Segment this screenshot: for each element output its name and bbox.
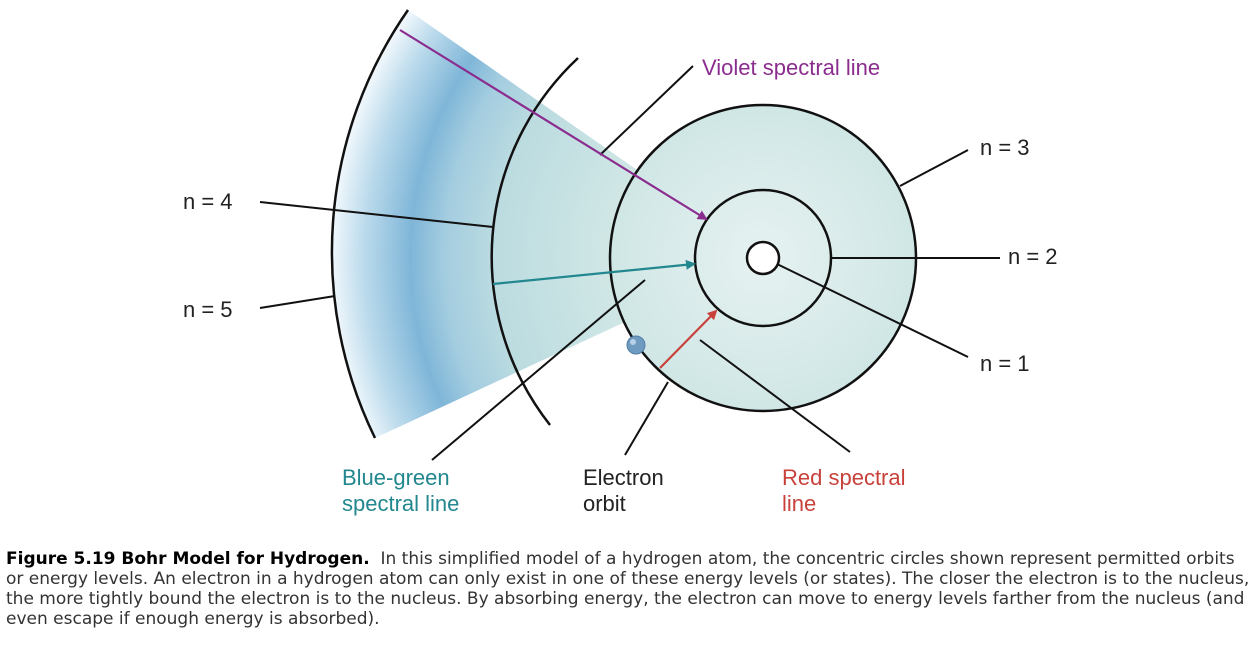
label-blue-green-line-1: Blue-green (342, 465, 450, 490)
bohr-model-diagram: n = 4 n = 5 n = 3 n = 2 n = 1 Violet spe… (183, 9, 1058, 516)
label-red-spectral-line-2: line (782, 491, 816, 516)
leader-blue-green (431, 279, 646, 461)
label-electron-orbit-1: Electron (583, 465, 664, 490)
label-electron-orbit-2: orbit (583, 491, 626, 516)
label-n2: n = 2 (1008, 244, 1058, 269)
leader-n1 (776, 263, 969, 358)
label-n1: n = 1 (980, 351, 1030, 376)
label-n5: n = 5 (183, 297, 233, 322)
caption-title: Figure 5.19 Bohr Model for Hydrogen. (6, 549, 370, 569)
orbit-n4 (490, 57, 579, 426)
label-violet-spectral-line: Violet spectral line (702, 55, 880, 80)
energy-field-wedge (331, 10, 763, 438)
violet-transition-arrow (399, 29, 708, 221)
figure-caption: Figure 5.19 Bohr Model for Hydrogen. In … (6, 549, 1256, 629)
orbit-n2 (693, 188, 833, 328)
orbit-n1 (745, 240, 781, 276)
leader-n3 (899, 149, 969, 187)
label-n4: n = 4 (183, 189, 233, 214)
leader-violet (599, 65, 694, 156)
blue-green-transition-arrow (492, 259, 696, 286)
electron (626, 335, 646, 355)
label-blue-green-line-2: spectral line (342, 491, 459, 516)
orbit-n5 (330, 9, 410, 439)
label-n3: n = 3 (980, 135, 1030, 160)
leader-red (699, 339, 851, 453)
leader-n4 (259, 201, 494, 228)
caption-text: In this simplified model of a hydrogen a… (6, 549, 1250, 629)
red-transition-arrow (659, 309, 718, 369)
leader-n5 (259, 295, 336, 309)
electron-highlight (630, 339, 636, 345)
leader-electron-orbit (624, 381, 669, 456)
label-red-spectral-line-1: Red spectral (782, 465, 906, 490)
